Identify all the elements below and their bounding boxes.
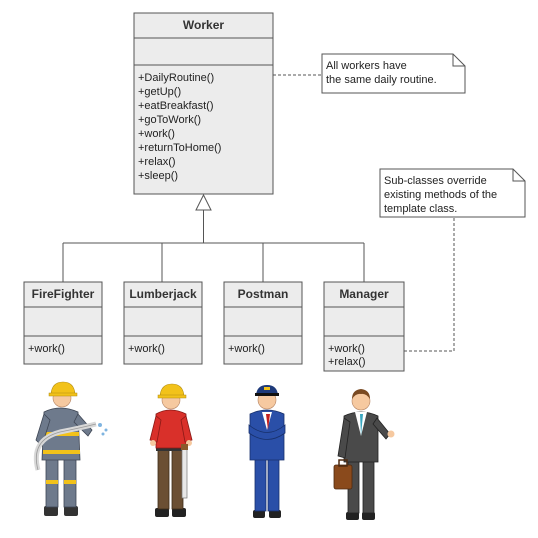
worker-method: +work() — [138, 128, 175, 140]
firefighter-class-title: FireFighter — [32, 287, 95, 301]
manager-method: +relax() — [328, 356, 366, 368]
inheritance-connectors — [62, 193, 365, 282]
worker-class-title: Worker — [183, 18, 224, 32]
worker-method: +goToWork() — [138, 114, 201, 126]
worker-method: +relax() — [138, 156, 176, 168]
manager-figure — [333, 389, 395, 520]
manager-class-title: Manager — [339, 287, 389, 301]
manager-method: +work() — [328, 343, 365, 355]
note-connector — [404, 217, 455, 352]
note-override[interactable]: Sub-classes override existing methods of… — [379, 168, 526, 352]
note-routine[interactable]: All workers have the same daily routine. — [273, 53, 466, 94]
postman-figure — [248, 385, 286, 518]
lumberjack-class-title: Lumberjack — [129, 287, 197, 301]
note-line: template class. — [384, 203, 457, 215]
note-line: All workers have — [326, 60, 407, 72]
lumberjack-class[interactable]: Lumberjack +work() — [123, 281, 203, 365]
lumberjack-method: +work() — [128, 343, 165, 355]
note-line: the same daily routine. — [326, 74, 437, 86]
worker-method: +eatBreakfast() — [138, 100, 214, 112]
lumberjack-figure — [149, 383, 193, 517]
manager-class[interactable]: Manager +work() +relax() — [323, 281, 405, 372]
note-line: Sub-classes override — [384, 175, 487, 187]
postman-class-title: Postman — [238, 287, 289, 301]
note-line: existing methods of the — [384, 189, 497, 201]
firefighter-class[interactable]: FireFighter +work() — [23, 281, 103, 365]
postman-class[interactable]: Postman +work() — [223, 281, 303, 365]
worker-method: +DailyRoutine() — [138, 72, 214, 84]
worker-method: +sleep() — [138, 170, 178, 182]
postman-method: +work() — [228, 343, 265, 355]
firefighter-figure — [33, 381, 108, 516]
inheritance-arrowhead — [195, 193, 212, 211]
firefighter-method: +work() — [28, 343, 65, 355]
worker-method: +returnToHome() — [138, 142, 221, 154]
worker-class[interactable]: Worker +DailyRoutine() +getUp() +eatBrea… — [133, 12, 274, 195]
worker-method: +getUp() — [138, 86, 181, 98]
